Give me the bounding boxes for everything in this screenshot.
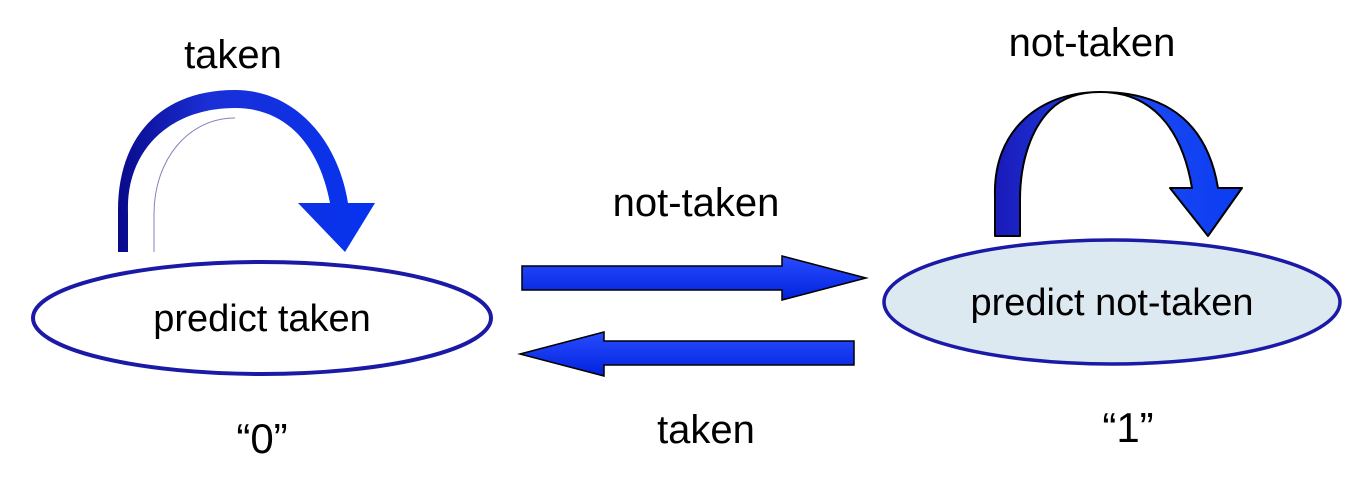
state-0-code: “0” xyxy=(236,415,287,462)
transition-label-to-state-0: taken xyxy=(657,408,755,452)
state-1-code: “1” xyxy=(1102,404,1153,451)
self-loop-arrow-state-0 xyxy=(118,90,375,252)
transition-label-to-state-1: not-taken xyxy=(613,181,780,225)
self-loop-arrow-state-1 xyxy=(993,91,1243,237)
state-1-ellipse xyxy=(882,238,1342,366)
state-0-label: predict taken xyxy=(153,298,371,340)
self-loop-label-state-0: taken xyxy=(184,33,282,77)
transition-arrow-to-state-1 xyxy=(521,255,869,301)
state-0-ellipse xyxy=(31,260,493,376)
state-1-label: predict not-taken xyxy=(970,282,1253,324)
transition-arrow-to-state-0 xyxy=(517,331,855,377)
self-loop-label-state-1: not-taken xyxy=(1009,21,1176,65)
